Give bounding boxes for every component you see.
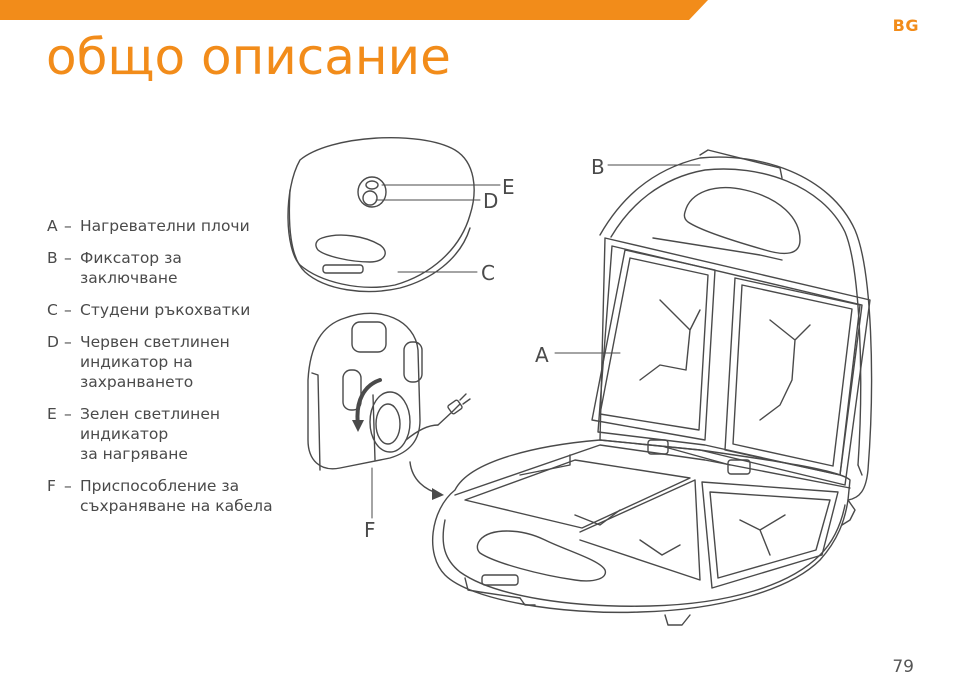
legend-item-c: C – Студени ръкохватки	[47, 300, 297, 320]
legend-text: Фиксатор за заключване	[80, 249, 182, 287]
legend-item-d: D – Червен светлинен индикатор на захран…	[47, 332, 297, 392]
page-title: общо описание	[46, 28, 451, 86]
legend-dash: –	[64, 477, 72, 495]
open-sandwich-maker	[432, 149, 873, 626]
legend-dash: –	[64, 405, 72, 423]
closed-unit-side-view	[307, 312, 471, 471]
legend-dash: –	[64, 249, 72, 267]
callout-d: D	[483, 189, 499, 213]
legend-text: Зелен светлинен индикатор за нагряване	[80, 405, 220, 463]
callout-e: E	[502, 175, 515, 199]
legend-letter: B	[47, 249, 58, 267]
legend-item-b: B – Фиксатор за заключване	[47, 248, 297, 288]
language-code: BG	[892, 16, 919, 35]
callout-b: B	[591, 155, 605, 179]
header-accent-bar	[0, 0, 708, 20]
legend-text: Нагревателни плочи	[80, 217, 250, 235]
legend-item-f: F – Приспособление за съхраняване на каб…	[47, 476, 297, 516]
callout-a: A	[535, 343, 549, 367]
legend-dash: –	[64, 217, 72, 235]
callout-c: C	[481, 261, 495, 285]
legend-text: Студени ръкохватки	[80, 301, 251, 319]
legend-text: Червен светлинен индикатор на захранване…	[80, 333, 230, 391]
page-number: 79	[892, 657, 914, 677]
parts-legend: A – Нагревателни плочи B – Фиксатор за з…	[47, 216, 297, 528]
arrow-head-icon	[432, 488, 444, 500]
callout-f: F	[364, 518, 376, 542]
legend-letter: D	[47, 333, 59, 351]
legend-dash: –	[64, 333, 72, 351]
callout-leaders	[371, 164, 701, 519]
legend-letter: F	[47, 477, 56, 495]
legend-item-e: E – Зелен светлинен индикатор за нагрява…	[47, 404, 297, 464]
legend-letter: C	[47, 301, 58, 319]
closed-unit-top-view	[287, 136, 475, 293]
legend-dash: –	[64, 301, 72, 319]
legend-text: Приспособление за съхраняване на кабела	[80, 477, 273, 515]
legend-letter: E	[47, 405, 57, 423]
arrow-line	[409, 461, 441, 495]
legend-letter: A	[47, 217, 58, 235]
legend-item-a: A – Нагревателни плочи	[47, 216, 297, 236]
